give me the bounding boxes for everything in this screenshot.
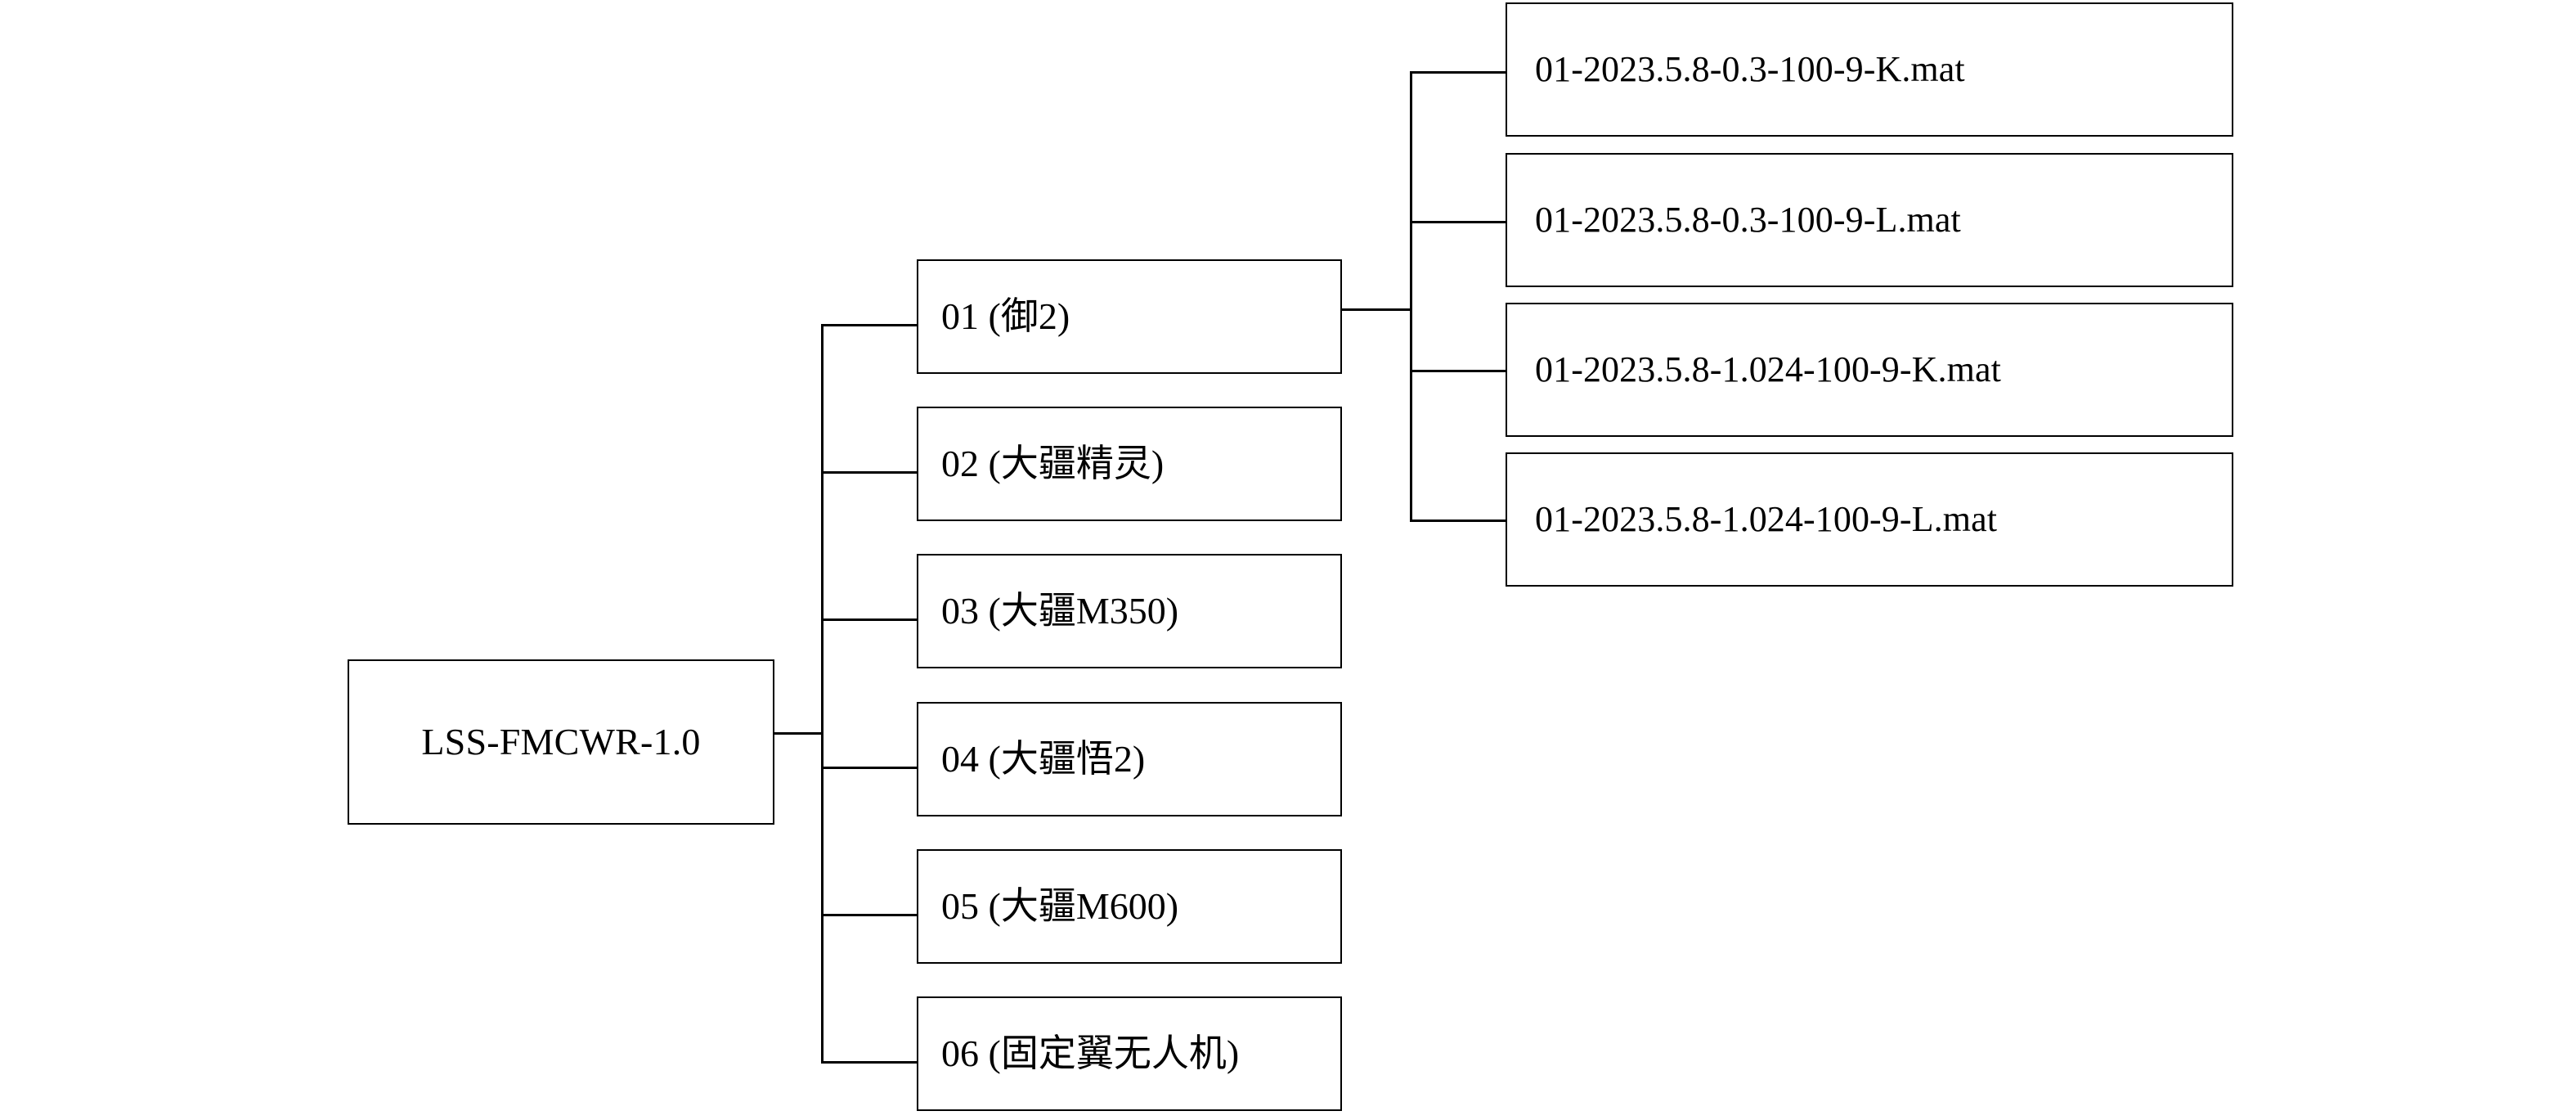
connector-branch-cat-04 — [821, 767, 919, 769]
category-node-02-label: 02 (大疆精灵) — [941, 443, 1165, 484]
file-node-3[interactable]: 01-2023.5.8-1.024-100-9-K.mat — [1506, 303, 2233, 437]
file-node-2-label: 01-2023.5.8-0.3-100-9-L.mat — [1535, 200, 1961, 240]
root-node-lss-fmcwr[interactable]: LSS-FMCWR-1.0 — [348, 659, 774, 825]
root-node-label: LSS-FMCWR-1.0 — [421, 721, 701, 762]
file-node-4[interactable]: 01-2023.5.8-1.024-100-9-L.mat — [1506, 452, 2233, 587]
category-node-03-label: 03 (大疆M350) — [941, 590, 1179, 632]
connector-level1-spine — [821, 324, 824, 1062]
connector-branch-cat-01 — [821, 324, 919, 326]
category-node-04[interactable]: 04 (大疆悟2) — [917, 702, 1342, 816]
file-node-1[interactable]: 01-2023.5.8-0.3-100-9-K.mat — [1506, 2, 2233, 137]
category-node-06[interactable]: 06 (固定翼无人机) — [917, 996, 1342, 1111]
category-node-03[interactable]: 03 (大疆M350) — [917, 554, 1342, 668]
connector-branch-file-1 — [1410, 71, 1508, 74]
category-node-05[interactable]: 05 (大疆M600) — [917, 849, 1342, 964]
category-node-06-label: 06 (固定翼无人机) — [941, 1032, 1240, 1074]
file-node-3-label: 01-2023.5.8-1.024-100-9-K.mat — [1535, 349, 2001, 389]
connector-branch-cat-03 — [821, 618, 919, 621]
connector-root-stub — [774, 732, 823, 735]
category-node-01-label: 01 (御2) — [941, 295, 1070, 337]
connector-branch-cat-05 — [821, 914, 919, 916]
connector-cat-01-stub — [1342, 308, 1412, 311]
connector-branch-cat-06 — [821, 1061, 919, 1064]
file-node-4-label: 01-2023.5.8-1.024-100-9-L.mat — [1535, 499, 1998, 539]
connector-level2-spine — [1410, 71, 1412, 520]
connector-branch-file-4 — [1410, 520, 1508, 522]
connector-branch-cat-02 — [821, 471, 919, 474]
connector-branch-file-3 — [1410, 370, 1508, 372]
category-node-05-label: 05 (大疆M600) — [941, 885, 1179, 927]
category-node-04-label: 04 (大疆悟2) — [941, 738, 1146, 780]
category-node-01[interactable]: 01 (御2) — [917, 259, 1342, 374]
file-node-1-label: 01-2023.5.8-0.3-100-9-K.mat — [1535, 49, 1965, 89]
category-node-02[interactable]: 02 (大疆精灵) — [917, 407, 1342, 521]
file-node-2[interactable]: 01-2023.5.8-0.3-100-9-L.mat — [1506, 153, 2233, 287]
connector-branch-file-2 — [1410, 221, 1508, 223]
